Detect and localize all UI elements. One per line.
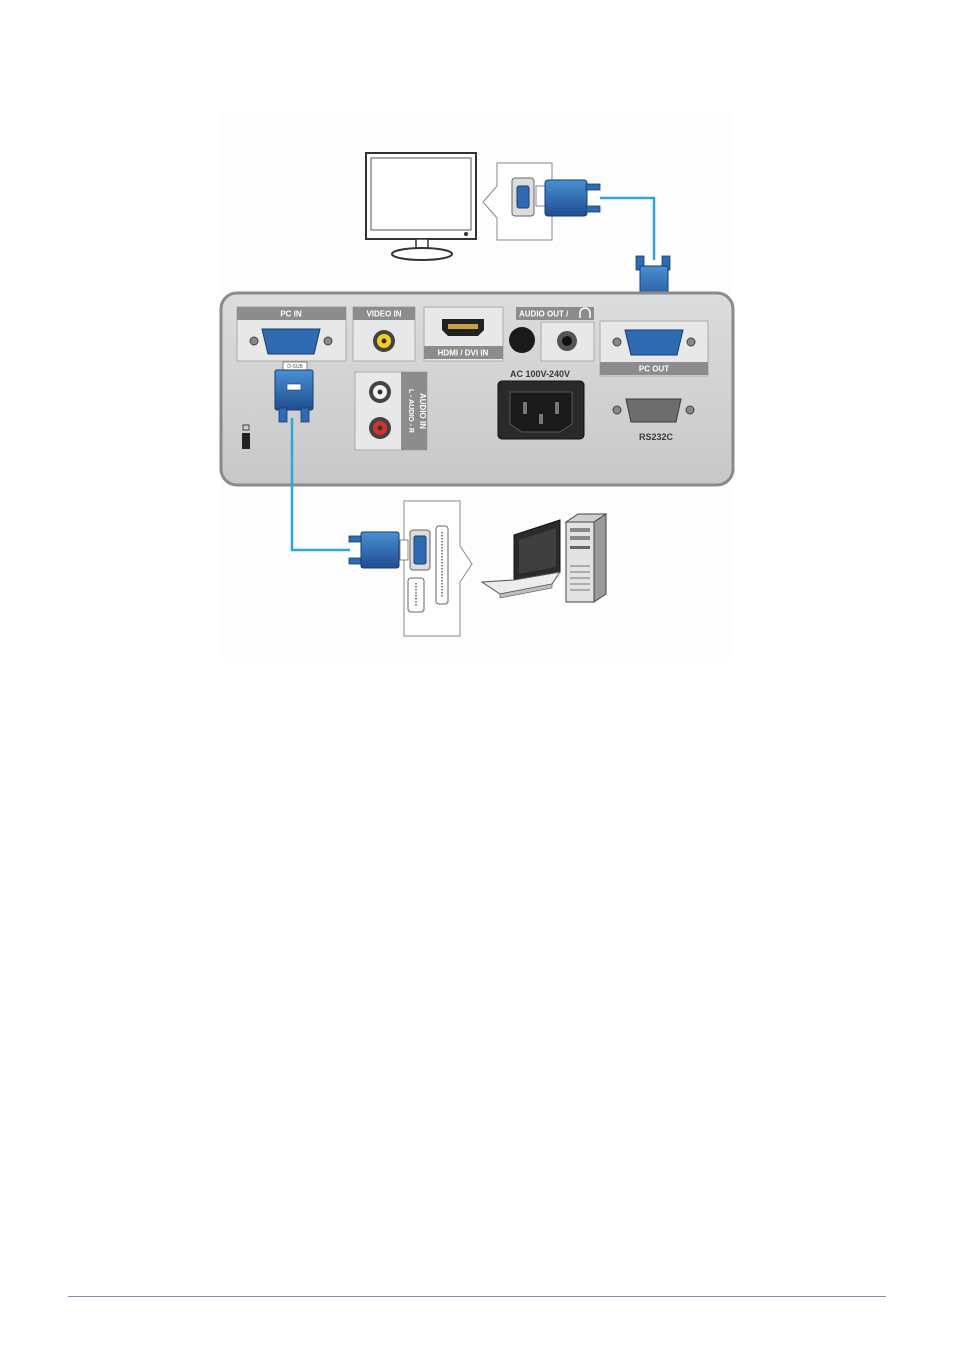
hdmi-dvi-in-label: HDMI / DVI IN	[438, 349, 489, 358]
audio-lr-label: L - AUDIO - R	[407, 389, 414, 433]
audio-in-port: AUDIO IN L - AUDIO - R	[355, 372, 427, 450]
audio-in-label: AUDIO IN	[418, 393, 427, 429]
audio-out-port: AUDIO OUT /	[509, 307, 594, 361]
hdmi-dvi-in-port: HDMI / DVI IN	[424, 307, 503, 361]
video-in-port: VIDEO IN	[353, 307, 415, 361]
pc-out-label: PC OUT	[639, 365, 669, 374]
video-in-label: VIDEO IN	[366, 310, 401, 319]
footer-rule	[68, 1296, 886, 1297]
pc-in-port: PC IN	[237, 307, 346, 361]
pc-out-port: PC OUT	[600, 321, 708, 376]
desktop-tower-icon	[566, 514, 606, 602]
audio-out-label: AUDIO OUT /	[519, 310, 569, 319]
d-sub-tag-pc-in: D-SUB	[287, 364, 303, 370]
rs232c-label: RS232C	[639, 432, 674, 442]
ac-power-label: AC 100V-240V	[510, 369, 570, 379]
pc-in-label: PC IN	[280, 310, 302, 319]
